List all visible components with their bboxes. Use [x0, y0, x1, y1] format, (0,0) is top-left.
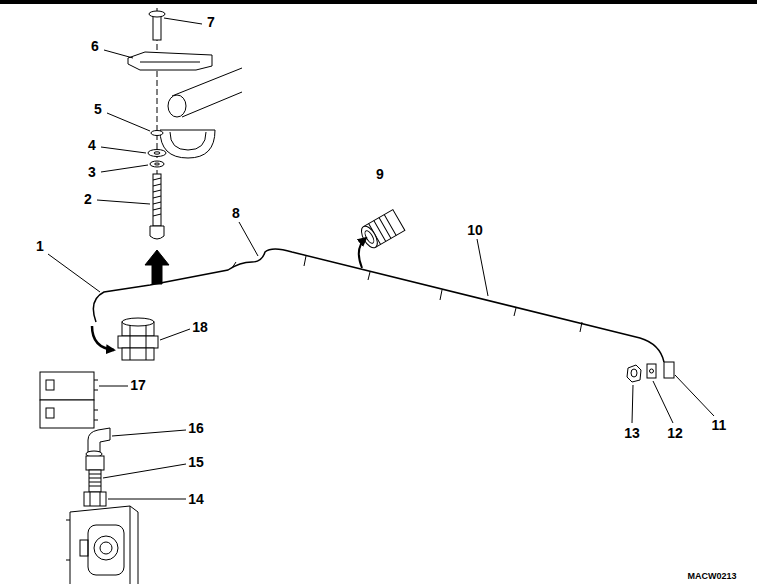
callout-number: 17 — [130, 378, 146, 392]
callout-number: 3 — [88, 165, 96, 179]
callout-number: 12 — [667, 426, 683, 440]
callout-number: 14 — [188, 492, 204, 506]
callout-number: 2 — [84, 192, 92, 206]
callout-number: 11 — [712, 418, 727, 432]
callout-number: 4 — [88, 138, 96, 152]
callout-number: 16 — [188, 421, 204, 435]
callout-number: 5 — [94, 102, 102, 116]
callout-number: 15 — [188, 455, 204, 469]
callout-number: 1 — [36, 239, 44, 253]
callout-number: 6 — [91, 39, 99, 53]
callout-number: 18 — [192, 320, 208, 334]
callout-number: 8 — [232, 206, 240, 220]
callout-number: 7 — [207, 15, 215, 29]
callout-number: 9 — [376, 167, 384, 181]
figure-id: MACW0213 — [687, 572, 736, 581]
callout-number: 13 — [624, 426, 640, 440]
callout-number: 10 — [467, 223, 483, 237]
